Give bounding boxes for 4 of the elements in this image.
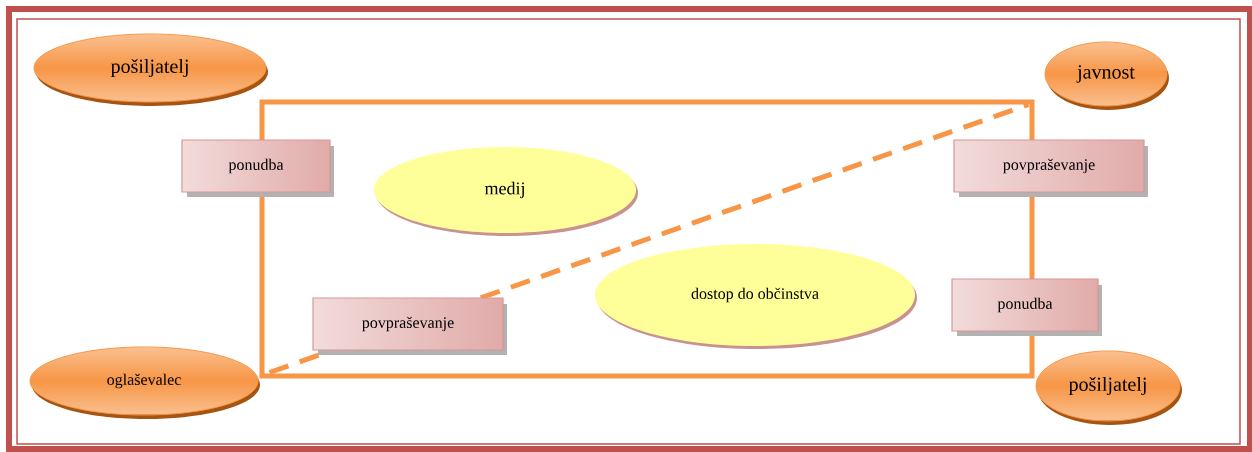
label-box: ponudba xyxy=(951,278,1102,336)
label-box: povpraševanje xyxy=(312,297,507,355)
label-box: ponudba xyxy=(181,139,334,197)
label-box: povpraševanje xyxy=(953,139,1148,197)
